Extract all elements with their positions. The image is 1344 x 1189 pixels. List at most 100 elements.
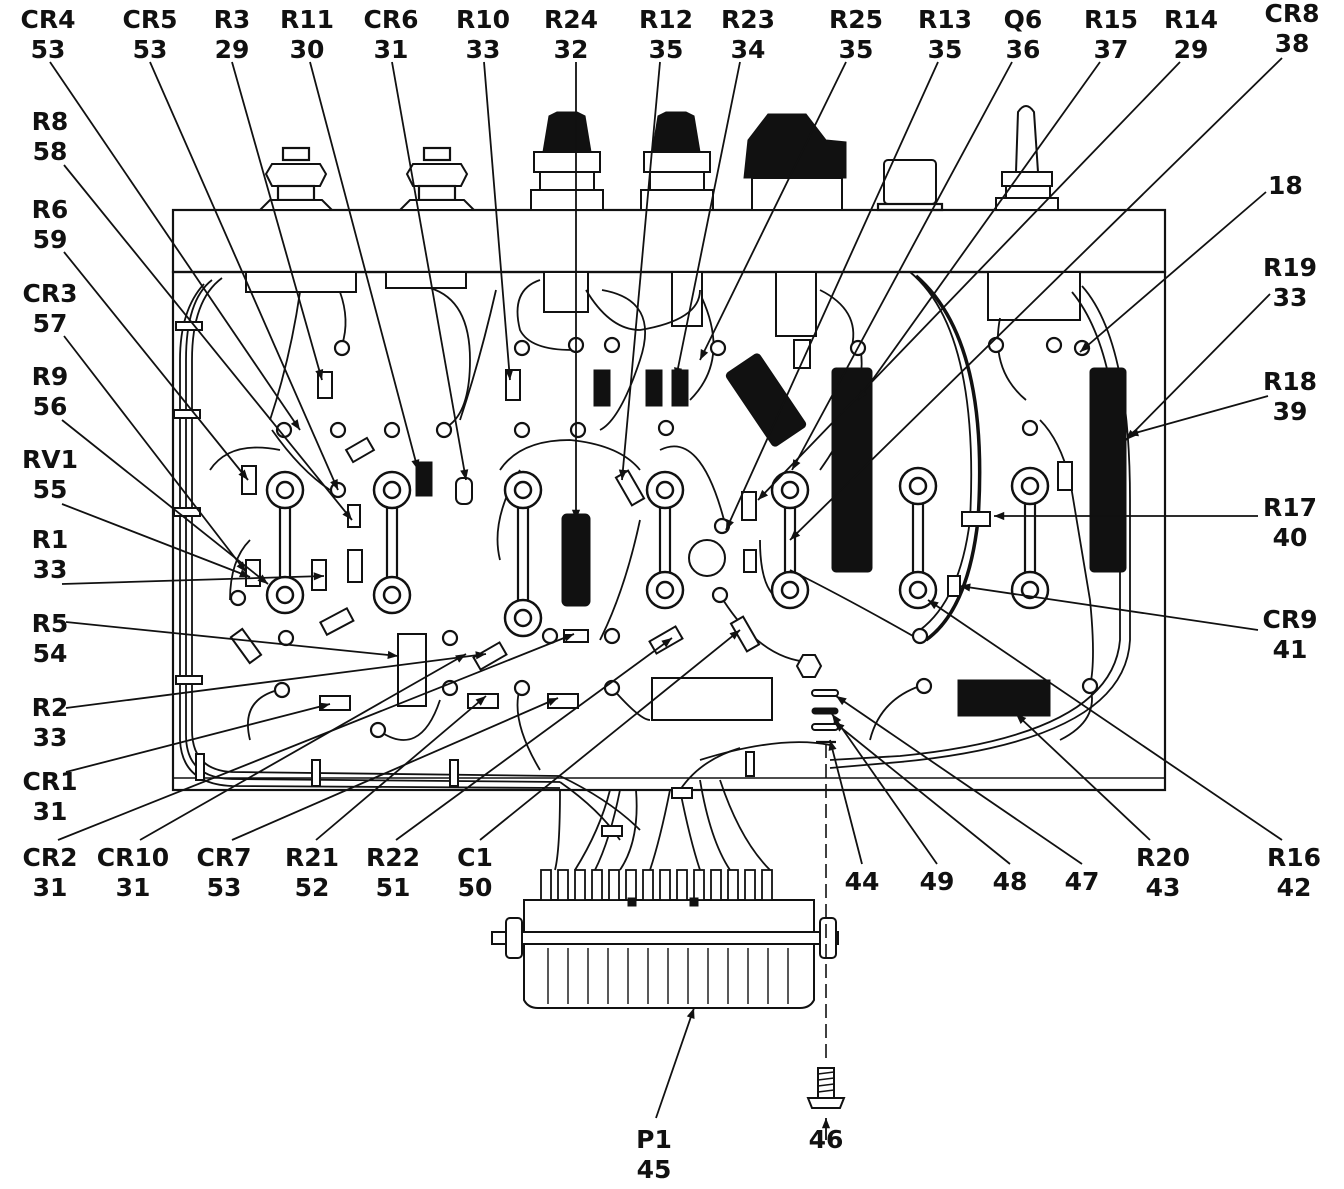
leader-line	[65, 703, 331, 773]
arrowhead	[411, 459, 420, 470]
reference-designator: R18	[1263, 367, 1317, 396]
leader-line	[725, 61, 939, 531]
leader-line	[757, 61, 1181, 501]
leader-line	[65, 621, 399, 657]
reference-designator: R9	[32, 362, 69, 391]
arrowhead	[821, 1118, 831, 1129]
leader-line	[61, 503, 251, 578]
leader-line	[391, 61, 467, 481]
reference-designator: R16	[1267, 843, 1321, 872]
binding-post-1	[257, 146, 335, 211]
item-number: 43	[1146, 873, 1181, 902]
binding-post-2	[397, 146, 477, 211]
leader-line	[831, 713, 938, 865]
knob-r12	[640, 111, 714, 211]
callout-item-47: 47	[1065, 867, 1100, 896]
reference-designator: CR1	[23, 767, 78, 796]
leader-lines	[49, 57, 1283, 1140]
reference-designator: CR10	[97, 843, 169, 872]
item-number: 44	[845, 867, 880, 896]
leader-line	[63, 251, 249, 481]
arrowhead	[330, 479, 338, 490]
leader-line	[1127, 395, 1269, 436]
item-number: 33	[33, 723, 68, 752]
item-number: 56	[33, 392, 68, 421]
item-number: 50	[458, 873, 493, 902]
cable-ties	[173, 321, 755, 787]
reference-designator: R6	[32, 195, 69, 224]
reference-designator: R20	[1136, 843, 1190, 872]
terminal-posts	[265, 466, 1050, 638]
leader-line	[49, 61, 301, 431]
item-number: 49	[920, 867, 955, 896]
leader-line	[61, 419, 269, 585]
reference-designator: C1	[457, 843, 493, 872]
reference-designator: CR3	[23, 279, 78, 308]
solder-terminals	[229, 336, 1099, 739]
leader-line	[621, 61, 661, 481]
reference-designator: R3	[214, 5, 251, 34]
callout-item-48: 48	[993, 867, 1028, 896]
item-number: 47	[1065, 867, 1100, 896]
arrowhead	[547, 698, 558, 706]
leader-line	[149, 61, 339, 491]
item-number: 57	[33, 309, 68, 338]
dark-components	[415, 353, 1127, 717]
arrowhead	[505, 369, 514, 380]
wiring-harness	[179, 271, 1131, 841]
item-number: 39	[1273, 397, 1308, 426]
arrowhead	[313, 572, 324, 581]
leader-line	[833, 721, 1011, 865]
reference-designator: R5	[32, 609, 69, 638]
arrowhead	[1080, 342, 1091, 352]
leader-line	[483, 61, 511, 381]
arrowhead	[686, 1008, 695, 1019]
leader-line	[315, 695, 487, 841]
item-number: 37	[1094, 35, 1129, 64]
item-number: 55	[33, 475, 68, 504]
arrowhead	[387, 650, 398, 660]
reference-designator: CR8	[1265, 0, 1320, 28]
leader-line	[231, 61, 323, 381]
leader-line	[65, 653, 487, 709]
reference-designator: CR2	[23, 843, 78, 872]
leader-line	[857, 61, 1101, 401]
leader-line	[829, 739, 863, 865]
item-number: 51	[376, 873, 411, 902]
leader-line	[63, 164, 353, 521]
arrowhead	[790, 529, 801, 540]
reference-designator: Q6	[1004, 5, 1043, 34]
item-number: 40	[1273, 523, 1308, 552]
small-resistors	[229, 339, 1073, 721]
callout-item-49: 49	[920, 867, 955, 896]
reference-designator: CR9	[1263, 605, 1318, 634]
reference-designator: R24	[544, 5, 598, 34]
leader-line	[1125, 293, 1271, 441]
leader-line	[927, 599, 1283, 841]
item-number: 34	[731, 35, 766, 64]
reference-designator: CR5	[123, 5, 178, 34]
leader-line	[63, 335, 247, 573]
arrowhead	[290, 419, 300, 430]
item-number: 33	[1273, 283, 1308, 312]
reference-designator: CR4	[21, 5, 76, 34]
arrowhead	[455, 654, 466, 663]
reference-designator: R19	[1263, 253, 1317, 282]
